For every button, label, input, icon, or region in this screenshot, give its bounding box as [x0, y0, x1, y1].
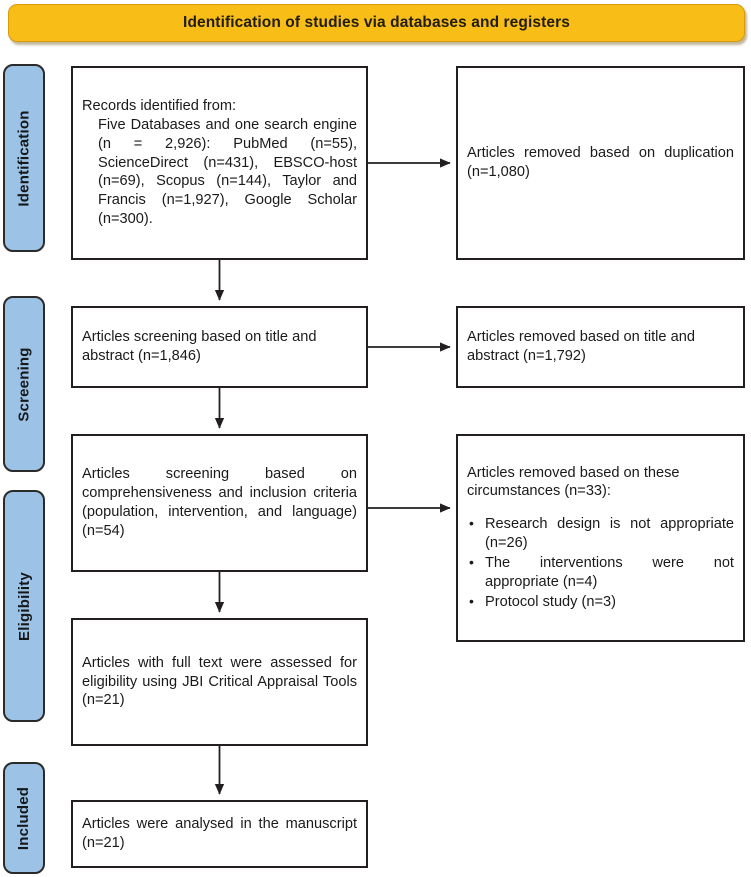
stage-pill-screening: Screening — [3, 296, 45, 472]
list-item: Research design is not appropriate (n=26… — [467, 514, 734, 553]
box-articles-analysed: Articles were analysed in the manuscript… — [71, 800, 368, 868]
box-duplicates-removed: Articles removed based on duplication (n… — [456, 66, 745, 260]
screening-title-abstract-text: Articles screening based on title and ab… — [82, 329, 317, 364]
box-full-text-assessed: Articles with full text were assessed fo… — [71, 618, 368, 746]
list-item: The interventions were not appropriate (… — [467, 553, 734, 592]
stage-label-screening: Screening — [15, 346, 33, 422]
list-item: Protocol study (n=3) — [467, 592, 734, 612]
removed-circumstances-list: Research design is not appropriate (n=26… — [458, 514, 743, 612]
box-screening-comprehensiveness: Articles screening based on comprehensiv… — [71, 434, 368, 572]
records-identified-body: Five Databases and one search engine (n … — [98, 116, 357, 228]
box-removed-title-abstract: Articles removed based on title and abst… — [456, 306, 745, 388]
diagram-header-banner: Identification of studies via databases … — [8, 4, 745, 42]
full-text-assessed-text: Articles with full text were assessed fo… — [82, 654, 357, 709]
box-records-identified: Records identified from: Five Databases … — [71, 66, 368, 260]
stage-pill-included: Included — [3, 762, 45, 874]
stage-label-included: Included — [15, 786, 33, 850]
box-screening-title-abstract: Articles screening based on title and ab… — [71, 306, 368, 388]
diagram-title: Identification of studies via databases … — [183, 14, 570, 31]
removed-title-abstract-text: Articles removed based on title and abst… — [467, 329, 695, 364]
removed-circumstances-heading: Articles removed based on these circumst… — [467, 464, 680, 500]
stage-pill-identification: Identification — [3, 64, 45, 252]
duplicates-removed-text: Articles removed based on duplication (n… — [467, 145, 734, 180]
stage-pill-eligibility: Eligibility — [3, 490, 45, 722]
stage-label-identification: Identification — [15, 109, 33, 207]
records-identified-heading: Records identified from: — [82, 98, 237, 115]
stage-label-eligibility: Eligibility — [15, 571, 33, 641]
box-removed-circumstances: Articles removed based on these circumst… — [456, 434, 745, 642]
screening-comprehensiveness-text: Articles screening based on comprehensiv… — [82, 466, 357, 539]
articles-analysed-text: Articles were analysed in the manuscript… — [82, 816, 357, 851]
